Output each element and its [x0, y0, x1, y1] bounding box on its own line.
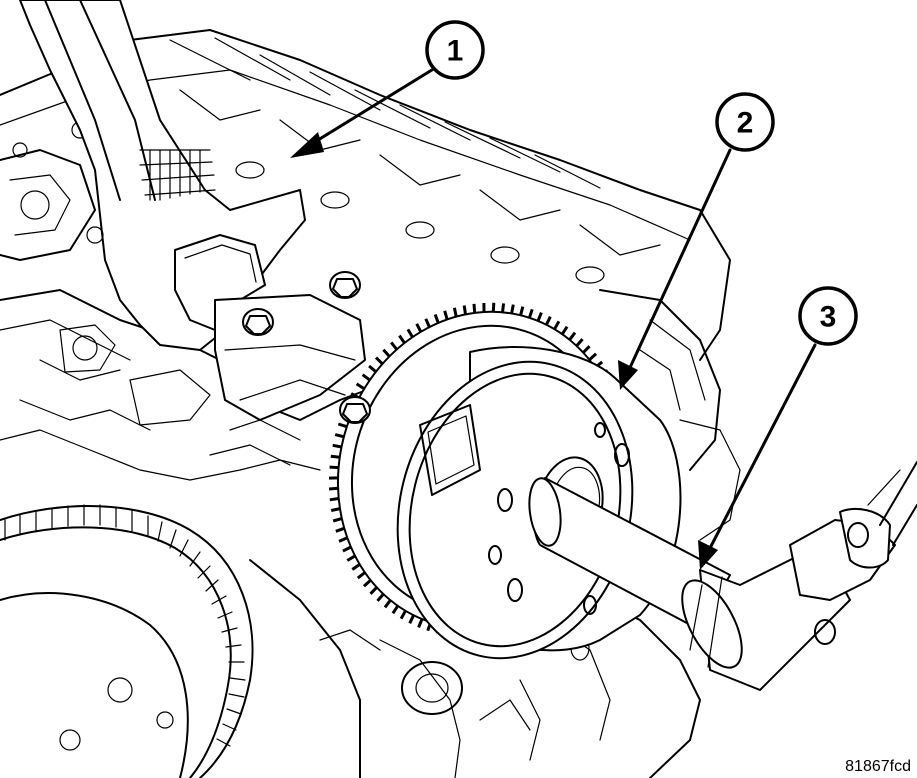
figure-id: 81867fcd	[845, 758, 911, 775]
sprocket-tooth	[536, 312, 543, 322]
callout-2-label: 2	[737, 107, 754, 140]
sprocket-tooth	[408, 614, 415, 624]
sprocket-tooth	[351, 563, 361, 571]
sprocket-tooth	[361, 373, 371, 382]
sprocket-tooth	[575, 338, 584, 347]
sprocket-tooth	[527, 308, 534, 319]
sprocket-tooth	[342, 545, 352, 553]
sprocket-tooth	[338, 536, 348, 543]
sprocket-tooth	[415, 323, 423, 333]
sprocket-tooth	[335, 526, 345, 533]
sprocket-tooth	[329, 465, 339, 470]
sprocket-tooth	[329, 497, 339, 502]
sprocket-tooth	[332, 517, 343, 523]
sprocket-tooth	[433, 313, 440, 324]
sprocket-tooth	[368, 364, 377, 373]
sprocket-tooth	[406, 328, 414, 338]
sprocket-tooth	[369, 586, 378, 595]
sprocket-tooth	[398, 334, 406, 344]
sprocket-tooth	[472, 303, 477, 314]
sprocket-tooth	[417, 618, 424, 628]
open-end-wrench	[19, 0, 306, 351]
sprocket-tooth	[491, 302, 496, 312]
sprocket-tooth	[553, 320, 561, 330]
engine-block	[0, 29, 741, 778]
sprocket-tooth	[582, 345, 591, 354]
sprocket-tooth	[399, 610, 407, 620]
sprocket-tooth	[356, 571, 366, 580]
sprocket-tooth	[510, 304, 515, 314]
sprocket-tooth	[545, 316, 552, 326]
sprocket-tooth	[501, 303, 506, 313]
sprocket-tooth	[330, 454, 340, 459]
sprocket-tooth	[376, 593, 385, 602]
sprocket-tooth	[443, 310, 449, 320]
sprocket-tooth	[346, 554, 356, 562]
sprocket-tooth	[362, 579, 372, 588]
sprocket-tooth	[462, 305, 467, 315]
sprocket-tooth	[390, 341, 398, 351]
sprocket-tooth	[452, 307, 458, 317]
sprocket-tooth	[519, 306, 525, 316]
sprocket-tooth	[328, 486, 339, 491]
sprocket-tooth	[568, 331, 577, 341]
callout-3-label: 3	[820, 301, 837, 334]
sprocket-tooth	[337, 422, 348, 429]
sprocket-tooth	[355, 382, 366, 391]
callout-1-label: 1	[447, 35, 464, 68]
sprocket-tooth	[383, 599, 392, 609]
sprocket-tooth	[588, 352, 598, 361]
sprocket-tooth	[424, 318, 431, 328]
callout-2: 2	[715, 92, 775, 152]
sprocket-tooth	[382, 348, 391, 358]
sprocket-tooth	[560, 325, 569, 336]
socket-extension-tool	[528, 461, 917, 691]
sprocket-tooth	[391, 604, 400, 615]
callout-1: 1	[425, 20, 485, 80]
callout-3: 3	[798, 286, 858, 346]
lower-left-gear	[0, 504, 254, 778]
callout-leaders	[290, 63, 817, 570]
sprocket-tooth	[332, 443, 342, 449]
sprocket-tooth	[330, 507, 341, 512]
sprocket-tooth	[374, 356, 384, 365]
sprocket-tooth	[334, 433, 345, 439]
camshaft-bearing-cap	[86, 226, 371, 424]
